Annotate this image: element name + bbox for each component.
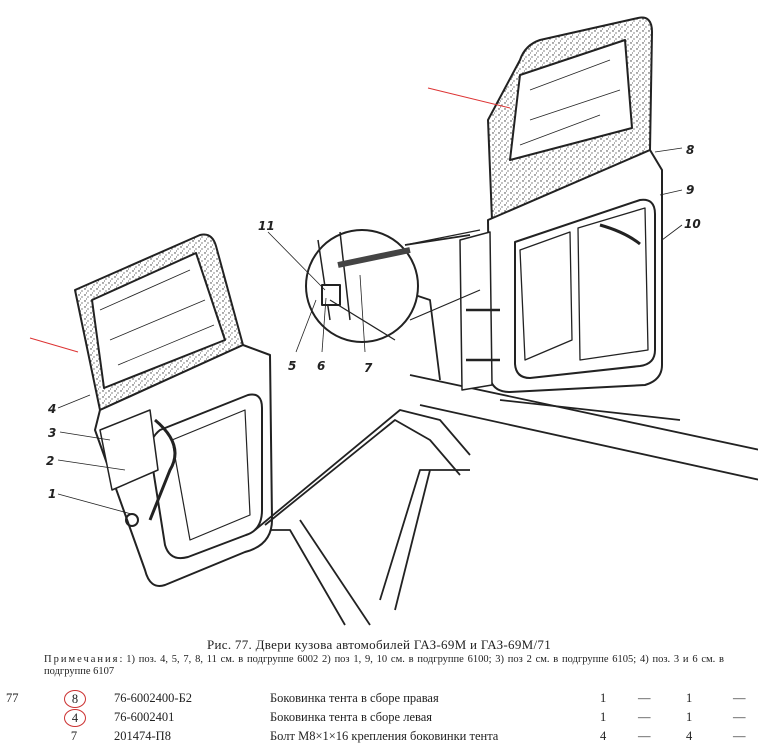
qty-4: — [733,729,746,743]
part-number: 76-6002400-Б2 [114,691,193,705]
callout-10: 10 [684,217,701,231]
callout-1: 1 [48,487,56,501]
page-number: 77 [6,691,19,705]
qty-3: 1 [686,691,693,705]
table-row: 4 76-6002401 Боковинка тента в сборе лев… [0,709,758,728]
qty-2: — [638,710,651,724]
qty-3: 4 [686,729,693,743]
qty-4: — [733,710,746,724]
table-row: 77 8 76-6002400-Б2 Боковинка тента в сбо… [0,690,758,709]
body-frame [254,234,758,626]
callout-7: 7 [364,361,373,375]
position-number: 4 [64,709,86,727]
part-name: Боковинка тента в сборе правая [270,691,439,705]
qty-1: 4 [600,729,607,743]
position-number: 8 [64,690,86,708]
qty-1: 1 [600,710,607,724]
callout-11: 11 [258,219,275,233]
figure-caption: Рис. 77. Двери кузова автомобилей ГАЗ-69… [206,637,552,652]
qty-2: — [638,729,651,743]
position-number: 7 [70,729,78,743]
callout-2: 2 [46,454,54,468]
table-row: 7 201474-П8 Болт M8×1×16 крепления боков… [0,729,758,747]
callout-9: 9 [686,183,694,197]
callout-6: 6 [317,359,325,373]
right-door [459,16,663,393]
hinge-detail [305,229,481,343]
callout-4: 4 [47,402,56,416]
part-number: 201474-П8 [114,729,171,743]
figure-notes: Примечания: 1) поз. 4, 5, 7, 8, 11 см. в… [44,654,724,677]
qty-3: 1 [686,710,693,724]
notes-label: Примечания [44,654,120,665]
qty-4: — [733,691,746,705]
door-illustration: 4 3 2 1 11 5 6 7 8 9 10 [29,16,758,626]
left-door [74,233,273,587]
callout-3: 3 [48,426,56,440]
notes-text: : 1) поз. 4, 5, 7, 8, 11 см. в подгруппе… [44,654,724,677]
part-name: Боковинка тента в сборе левая [270,710,433,724]
qty-2: — [638,691,651,705]
callout-8: 8 [686,143,694,157]
part-number: 76-6002401 [114,710,175,724]
qty-1: 1 [600,691,607,705]
part-name: Болт M8×1×16 крепления боковинки тента [270,729,499,743]
callout-5: 5 [288,359,296,373]
